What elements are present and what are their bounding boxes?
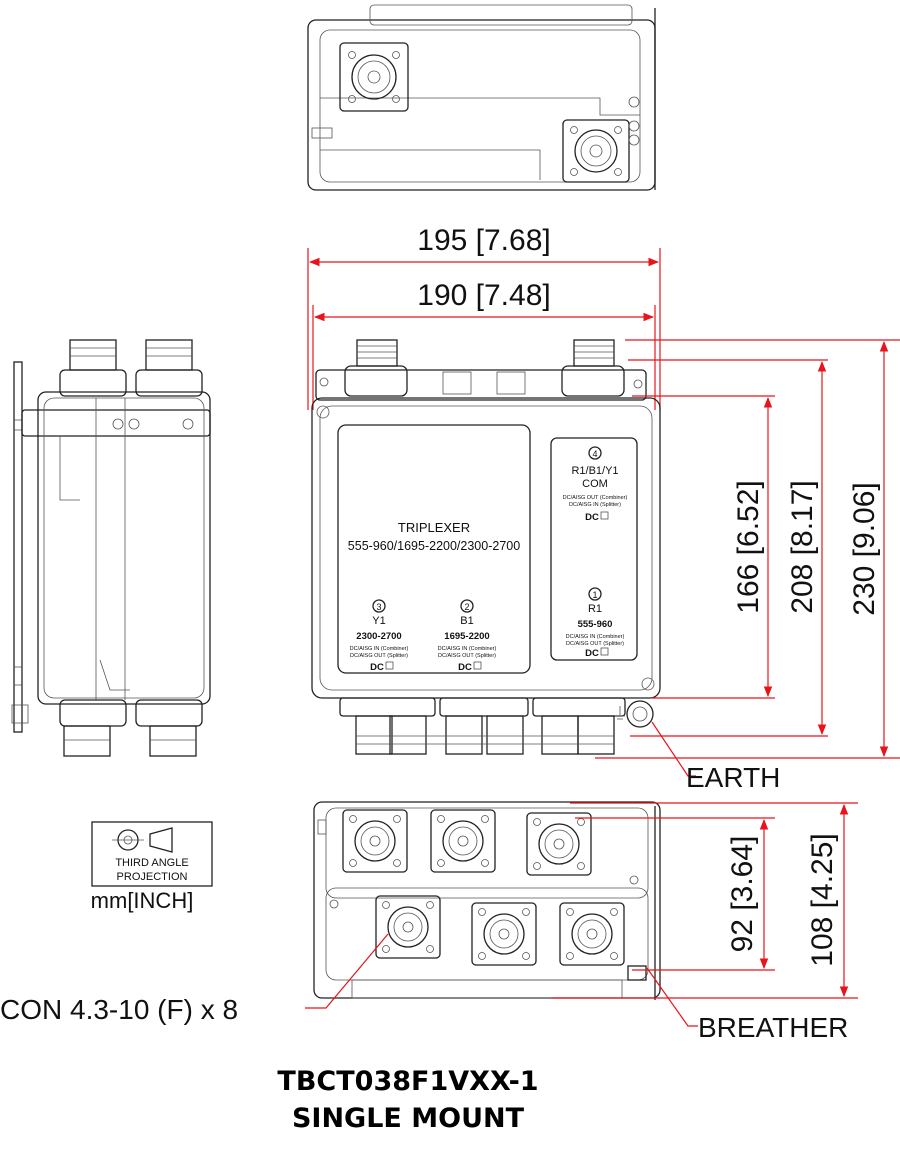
side-view xyxy=(11,339,211,757)
projection-line1: THIRD ANGLE xyxy=(115,857,188,869)
port-name: Y1 xyxy=(372,615,385,627)
port-4: 4 R1/B1/Y1 COM DC/AISG OUT (Combiner) DC… xyxy=(563,446,628,523)
dim-width-body: 190 [7.48] xyxy=(417,279,550,312)
panel-bands: 555-960/1695-2200/2300-2700 xyxy=(348,539,520,553)
port-line2: DC/AISG IN (Splitter) xyxy=(569,502,621,508)
breather-label: BREATHER xyxy=(698,1012,848,1043)
projection-line2: PROJECTION xyxy=(117,871,188,883)
port-dc: DC xyxy=(585,648,599,659)
connector-flange xyxy=(471,902,537,966)
port-line2: DC/AISG OUT (Splitter) xyxy=(566,641,624,647)
top-connector-left xyxy=(344,339,408,397)
port-number: 3 xyxy=(376,602,381,612)
port-3: 3 Y1 2300-2700 DC/AISG IN (Combiner) DC/… xyxy=(350,599,409,673)
connector-flange xyxy=(559,902,625,966)
port-freq: 1695-2200 xyxy=(444,631,489,642)
port-name: B1 xyxy=(460,615,473,627)
top-connector-right xyxy=(561,339,625,397)
port-number: 4 xyxy=(592,449,597,459)
connector-leader xyxy=(305,933,389,1009)
port-line1: DC/AISG IN (Combiner) xyxy=(566,634,625,640)
model-number: TBCT038F1VXX-1 xyxy=(277,1066,538,1097)
port-dc: DC xyxy=(370,662,384,673)
port-dc: DC xyxy=(585,512,599,523)
width-dimensions xyxy=(307,248,661,410)
port-name2: COM xyxy=(582,478,608,490)
projection-units: mm[INCH] xyxy=(91,888,194,913)
connector-flange xyxy=(342,809,408,873)
top-view xyxy=(307,4,656,191)
height-dimensions xyxy=(595,339,900,759)
dim-width-overall: 195 [7.68] xyxy=(417,224,550,257)
port-freq: 2300-2700 xyxy=(356,631,401,642)
triplexer-panel: TRIPLEXER 555-960/1695-2200/2300-2700 3 … xyxy=(348,446,628,673)
dim-depth-overall: 108 [4.25] xyxy=(806,833,839,966)
connector-flange xyxy=(526,812,592,876)
bottom-view xyxy=(313,801,661,1000)
port-freq: 555-960 xyxy=(578,619,613,630)
connector-flange xyxy=(339,42,409,112)
port-line1: DC/AISG OUT (Combiner) xyxy=(563,495,628,501)
front-view xyxy=(311,339,661,755)
port-name: R1/B1/Y1 xyxy=(571,465,618,477)
connector-flange xyxy=(430,809,496,873)
projection-symbol: THIRD ANGLE PROJECTION mm[INCH] xyxy=(91,821,213,913)
projection-cone-icon xyxy=(149,827,173,853)
connector-label: CON 4.3-10 (F) x 8 xyxy=(0,994,238,1025)
earth-lug xyxy=(626,700,654,728)
bottom-connectors xyxy=(339,697,626,755)
earth-leader xyxy=(651,721,696,777)
breather-valve xyxy=(627,965,647,981)
port-number: 1 xyxy=(592,590,597,600)
depth-dimensions xyxy=(552,802,858,999)
panel-name: TRIPLEXER xyxy=(398,520,470,535)
port-name: R1 xyxy=(588,603,602,615)
port-2: 2 B1 1695-2200 DC/AISG IN (Combiner) DC/… xyxy=(438,599,497,673)
port-1: 1 R1 555-960 DC/AISG IN (Combiner) DC/AI… xyxy=(566,587,625,659)
dim-depth-body: 92 [3.64] xyxy=(726,836,759,953)
port-dc: DC xyxy=(458,662,472,673)
dim-height-overall: 230 [9.06] xyxy=(848,482,881,615)
dim-height-body: 166 [6.52] xyxy=(732,480,765,613)
dim-height-mid: 208 [8.17] xyxy=(786,480,819,613)
port-line1: DC/AISG IN (Combiner) xyxy=(438,646,497,652)
connector-flange xyxy=(562,119,630,183)
port-line1: DC/AISG IN (Combiner) xyxy=(350,646,409,652)
mount-type: SINGLE MOUNT xyxy=(292,1103,525,1134)
connector-flange xyxy=(375,895,441,959)
port-line2: DC/AISG OUT (Splitter) xyxy=(350,653,408,659)
earth-label: EARTH xyxy=(686,762,780,793)
port-number: 2 xyxy=(464,602,469,612)
port-line2: DC/AISG OUT (Splitter) xyxy=(438,653,496,659)
breather-leader xyxy=(646,967,698,1027)
